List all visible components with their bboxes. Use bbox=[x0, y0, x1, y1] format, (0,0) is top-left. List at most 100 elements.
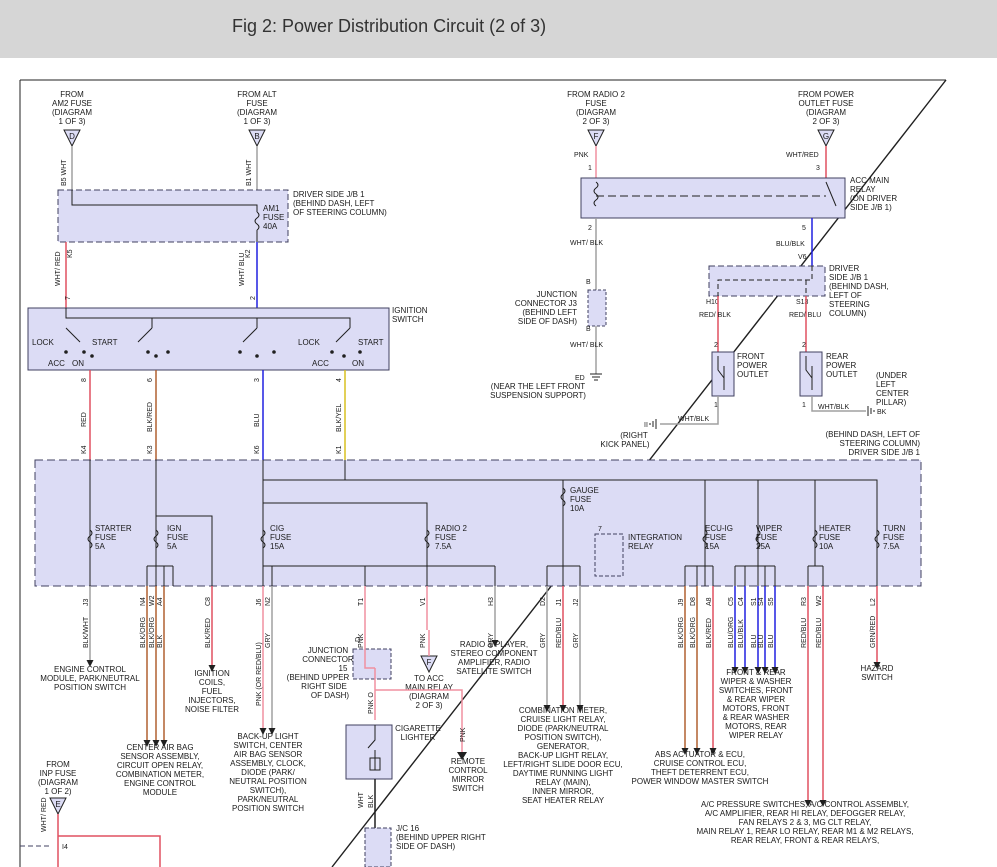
destination-label: MOTORS, REAR bbox=[725, 722, 787, 731]
jb-label: (BEHIND DASH, LEFT OF bbox=[825, 430, 920, 439]
relay-label: (ON DRIVER bbox=[850, 194, 897, 203]
destination-label: J/C 16 bbox=[396, 824, 420, 833]
ground-note: (NEAR THE LEFT FRONT bbox=[491, 382, 585, 391]
wire-color: GRY bbox=[573, 633, 580, 648]
source-label-line: FROM bbox=[60, 90, 84, 99]
arrow-down-icon bbox=[152, 740, 160, 747]
arrow-down-icon bbox=[559, 705, 567, 712]
source-label-line: (DIAGRAM bbox=[806, 108, 846, 117]
destination-label: WIPER & WASHER bbox=[721, 677, 792, 686]
source-label-line: (DIAGRAM bbox=[576, 108, 616, 117]
fuse-name: FUSE bbox=[270, 533, 291, 542]
destination-label: INNER MIRROR, bbox=[532, 787, 594, 796]
destination-label: CIRCUIT OPEN RELAY, bbox=[117, 761, 203, 770]
destination-label: JUNCTION bbox=[308, 646, 349, 655]
destination-label: CENTER AIR BAG bbox=[126, 743, 193, 752]
pin-code: C4 bbox=[738, 597, 745, 606]
relay-label: ACC MAIN bbox=[850, 176, 889, 185]
wiring-diagram: FROM AM2 FUSE (DIAGRAM 1 OF 3) D B5 WHT … bbox=[19, 79, 947, 867]
wire-color: BLK/WHT bbox=[83, 616, 90, 648]
destination-label: CONNECTOR bbox=[302, 655, 354, 664]
wire-color: BLK/ORG bbox=[140, 617, 147, 648]
relay-label: RELAY bbox=[628, 542, 654, 551]
pin-code: C8 bbox=[205, 597, 212, 606]
switch-position-label: ACC bbox=[48, 359, 65, 368]
destination-label: & REAR WIPER bbox=[727, 695, 785, 704]
wire-color: BLK bbox=[157, 634, 164, 648]
pin-number: 1 bbox=[802, 402, 806, 409]
fuse-name: FUSE bbox=[570, 495, 591, 504]
pin-number: 3 bbox=[254, 378, 261, 382]
wire-color: BLK/RED bbox=[706, 618, 713, 648]
ground-note: CENTER bbox=[876, 389, 909, 398]
arrow-down-icon bbox=[491, 640, 499, 647]
source-label-line: FROM bbox=[46, 760, 70, 769]
pin-code: J6 bbox=[256, 599, 263, 607]
wire-color: GRY bbox=[540, 633, 547, 648]
arrow-down-icon bbox=[754, 667, 762, 674]
fuse-name: FUSE bbox=[435, 533, 456, 542]
wire-color: BLU/BLK bbox=[776, 241, 805, 248]
wire-color: BLK/RED bbox=[205, 618, 212, 648]
pin-number: 2 bbox=[714, 342, 718, 349]
wire-color: GRY bbox=[488, 633, 495, 648]
wire-color: RED/BLU bbox=[801, 618, 808, 648]
pin-code: S1 bbox=[751, 597, 758, 606]
source-label-line: INP FUSE bbox=[40, 769, 77, 778]
destination-label: REAR RELAY, FRONT & REAR RELAYS, bbox=[731, 836, 879, 845]
wire-color: GRY bbox=[265, 633, 272, 648]
arrow-down-icon bbox=[709, 748, 717, 755]
wire-code: K5 bbox=[67, 249, 74, 258]
bus-line bbox=[71, 190, 258, 212]
destination-labels: ENGINE CONTROL MODULE, PARK/NEUTRAL POSI… bbox=[40, 640, 913, 851]
fuse-rating: 25A bbox=[756, 542, 771, 551]
pin-code: I4 bbox=[62, 844, 68, 851]
jb-label: SIDE J/B 1 bbox=[829, 273, 869, 282]
cigarette-lighter bbox=[345, 724, 393, 780]
pin-code: J3 bbox=[83, 599, 90, 607]
destination-label: MAIN RELAY 1, REAR LO RELAY, REAR M1 & M… bbox=[696, 827, 913, 836]
fuse-name: RADIO 2 bbox=[435, 524, 468, 533]
destination-label: HAZARD bbox=[861, 664, 894, 673]
wire-color: WHT/ BLU bbox=[239, 253, 246, 286]
destination-label: RELAY (MAIN), bbox=[535, 778, 590, 787]
switch-bus bbox=[65, 308, 351, 328]
outlet-icon bbox=[717, 356, 725, 390]
connector-triangle-icon bbox=[63, 129, 81, 148]
rear-power-outlet bbox=[799, 351, 823, 397]
source-label-line: (DIAGRAM bbox=[237, 108, 277, 117]
pin-number: 2 bbox=[588, 225, 592, 232]
pin-code: L2 bbox=[870, 598, 877, 606]
relay-label: RELAY bbox=[850, 185, 876, 194]
fuse-name: FUSE bbox=[819, 533, 840, 542]
pin-code: D8 bbox=[690, 597, 697, 606]
pin-number: 1 bbox=[714, 402, 718, 409]
fuse-name: WIPER bbox=[756, 524, 782, 533]
source-label-line: 2 OF 3) bbox=[812, 117, 839, 126]
source-inp-fuse: FROM INP FUSE (DIAGRAM 1 OF 2) E WHT/ RE… bbox=[20, 760, 161, 867]
connector-letter: E bbox=[55, 800, 60, 809]
destination-label: RADIO & PLAYER, bbox=[460, 640, 528, 649]
wire-color: PNK bbox=[460, 727, 467, 742]
wire-color: BLU bbox=[254, 413, 261, 427]
wire-color: BLU bbox=[758, 634, 765, 648]
wire-color: PNK O bbox=[368, 692, 375, 714]
fuse-name: CIG bbox=[270, 524, 284, 533]
arrow-down-icon bbox=[819, 800, 827, 807]
destination-label: ABS ACTUATOR & ECU, bbox=[655, 750, 745, 759]
pin-code: J9 bbox=[678, 599, 685, 607]
destination-label: (BEHIND UPPER bbox=[287, 673, 350, 682]
source-label-line: OUTLET FUSE bbox=[799, 99, 854, 108]
relay-label: SIDE J/B 1) bbox=[850, 203, 892, 212]
jb-label: (BEHIND DASH, LEFT bbox=[293, 199, 374, 208]
ground-icon bbox=[867, 406, 875, 416]
output-wires: J3BLK/WHTN4BLK/ORGW2BLK/ORGA4BLKC8BLK/RE… bbox=[83, 586, 881, 807]
wire-color: WHT bbox=[358, 791, 365, 808]
pin-code: W2 bbox=[816, 595, 823, 606]
destination-label: SENSOR ASSEMBLY, bbox=[120, 752, 199, 761]
source-label-line: FROM ALT bbox=[237, 90, 277, 99]
ground-icon bbox=[590, 373, 602, 381]
wire-color: PNK bbox=[358, 633, 365, 648]
jb-label: (BEHIND DASH, bbox=[829, 282, 889, 291]
arrow-down-icon bbox=[143, 740, 151, 747]
